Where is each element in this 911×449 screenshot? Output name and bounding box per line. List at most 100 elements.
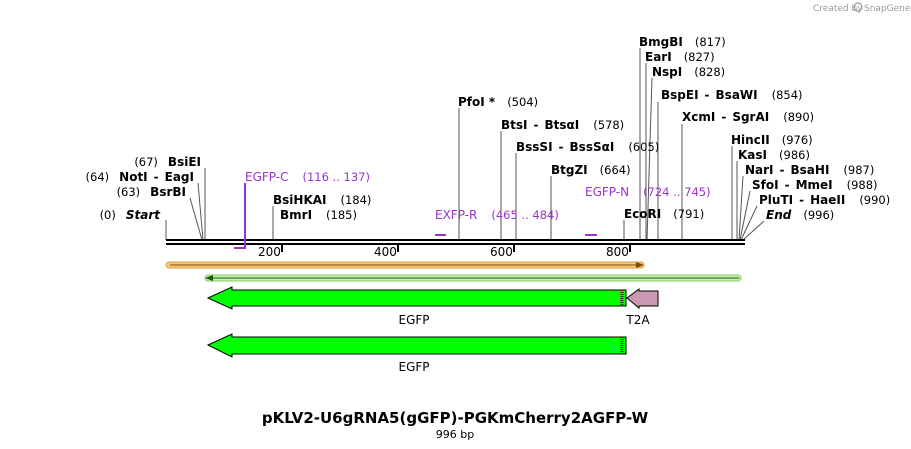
svg-text:BsiHKAI(184): BsiHKAI (184) xyxy=(273,193,371,207)
site-pos: (504) xyxy=(507,95,538,109)
site-name: Start xyxy=(126,208,161,222)
feature-t2a[interactable]: T2A xyxy=(625,288,659,327)
site-pos: (828) xyxy=(694,65,725,79)
site-pos: (817) xyxy=(695,35,726,49)
site-name: BssSI xyxy=(516,140,553,154)
site-name: BmrI xyxy=(280,208,312,222)
credit-text: Created by xyxy=(813,4,863,14)
site-name2: HaeII xyxy=(810,193,845,207)
site-labels-left: (67)BsiEI (64)NotI-EagI (63)BsrBI (0)Sta… xyxy=(86,155,372,222)
site-labels-middle: PfoI *(504) BtsI-BtsαI(578) BssSI-BssSαI… xyxy=(458,95,704,221)
site-name: KasI xyxy=(738,148,767,162)
site-name: BsiHKAI xyxy=(273,193,327,207)
site-name: BsrBI xyxy=(150,185,186,199)
site-name2: BtsαI xyxy=(544,118,579,132)
site-name: NotI xyxy=(119,170,148,184)
site-name: BtsI xyxy=(501,118,528,132)
site-name: NarI xyxy=(745,163,774,177)
orange-bar xyxy=(165,261,645,269)
site-pos: (664) xyxy=(600,163,631,177)
map-title: pKLV2-U6gRNA5(gGFP)-PGKmCherry2AGFP-W xyxy=(262,409,649,427)
ruler-tick-label: 400 xyxy=(374,245,397,259)
site-pos: (0) xyxy=(100,208,116,222)
site-name2: MmeI xyxy=(796,178,833,192)
site-name: HincII xyxy=(731,133,770,147)
primer-range: (724 .. 745) xyxy=(643,185,711,199)
svg-text:PluTI-HaeII(990): PluTI-HaeII(990) xyxy=(759,193,890,207)
backbone xyxy=(166,239,745,245)
svg-text:SfoI-MmeI(988): SfoI-MmeI(988) xyxy=(752,178,878,192)
site-pos: (987) xyxy=(843,163,874,177)
primer-name: EXFP-R xyxy=(435,208,477,222)
svg-text:(63)BsrBI: (63) BsrBI xyxy=(117,185,186,199)
primer-range: (116 .. 137) xyxy=(302,170,370,184)
site-name: NspI xyxy=(652,65,682,79)
sequence-length: 996 bp xyxy=(436,428,474,441)
primer-markers xyxy=(234,183,597,249)
site-labels-right: BmgBI (817) EarI(827) NspI (828) BspEI-Bsa… xyxy=(639,35,890,222)
svg-text:XcmI-SgrAI(890): XcmI-SgrAI(890) xyxy=(682,110,814,124)
svg-text:BspEI-BsaWI(854): BspEI-BsaWI(854) xyxy=(661,88,803,102)
svg-text:End(996): End (996) xyxy=(766,208,834,222)
site-pos: (986) xyxy=(779,148,810,162)
site-name2: BsaWI xyxy=(716,88,758,102)
site-name: BsiEI xyxy=(168,155,201,169)
site-name2: EagI xyxy=(165,170,194,184)
snapgene-logo-icon xyxy=(853,2,863,12)
svg-text:EGFP-C(116 .. 137): EGFP-C (116 .. 137) xyxy=(245,170,370,184)
svg-text:NspI(828): NspI (828) xyxy=(652,65,725,79)
svg-text:NarI-BsaHI(987): NarI-BsaHI(987) xyxy=(745,163,874,177)
site-name2: BssSαI xyxy=(570,140,615,154)
site-name2: BsaHI xyxy=(791,163,830,177)
feature-label: EGFP xyxy=(398,360,429,374)
site-name2: SgrAI xyxy=(732,110,769,124)
site-pos: (996) xyxy=(803,208,834,222)
site-name: EarI xyxy=(645,50,672,64)
site-lines xyxy=(165,48,765,241)
svg-text:KasI(986): KasI (986) xyxy=(738,148,810,162)
primer-range: (465 .. 484) xyxy=(491,208,559,222)
svg-text:BmrI(185): BmrI (185) xyxy=(280,208,357,222)
svg-text:EGFP-N(724 .. 745): EGFP-N (724 .. 745) xyxy=(585,185,711,199)
feature-egfp-2[interactable]: EGFP xyxy=(206,333,627,374)
svg-text:(0)Start: (0) Start xyxy=(100,208,162,222)
primer-name: EGFP-C xyxy=(245,170,288,184)
svg-text:(67)BsiEI: (67)BsiEI xyxy=(134,155,201,169)
credit-brand: SnapGene xyxy=(864,4,911,14)
svg-text:EarI(827): EarI(827) xyxy=(645,50,715,64)
site-name: BspEI xyxy=(661,88,699,102)
feature-label: T2A xyxy=(625,313,650,327)
site-name: BtgZI xyxy=(551,163,588,177)
ruler-tick-label: 800 xyxy=(606,245,629,259)
site-pos: (185) xyxy=(326,208,357,222)
svg-text:(64)NotI-EagI: (64)NotI-EagI xyxy=(86,170,194,184)
site-name: EcoRI xyxy=(624,207,661,221)
site-name: PluTI xyxy=(759,193,793,207)
site-name: XcmI xyxy=(682,110,715,124)
site-name: PfoI * xyxy=(458,95,496,109)
site-name: BmgBI xyxy=(639,35,683,49)
svg-text:BssSI-BssSαI(605): BssSI-BssSαI(605) xyxy=(516,140,659,154)
primer-name: EGFP-N xyxy=(585,185,629,199)
green-bar xyxy=(204,274,742,282)
feature-egfp[interactable]: EGFP xyxy=(206,286,627,327)
ruler: 200 400 600 800 xyxy=(258,244,631,259)
site-pos: (184) xyxy=(341,193,372,207)
site-pos: (605) xyxy=(628,140,659,154)
site-name: SfoI xyxy=(752,178,779,192)
site-pos: (890) xyxy=(783,110,814,124)
site-pos: (791) xyxy=(673,207,704,221)
site-pos: (976) xyxy=(782,133,813,147)
svg-text:BmgBI(817): BmgBI (817) xyxy=(639,35,726,49)
site-pos: (64) xyxy=(86,170,110,184)
site-name: End xyxy=(766,208,792,222)
feature-label: EGFP xyxy=(398,313,429,327)
site-pos: (63) xyxy=(117,185,141,199)
svg-text:BtgZI(664): BtgZI (664) xyxy=(551,163,631,177)
svg-text:EcoRI(791): EcoRI (791) xyxy=(624,207,704,221)
svg-text:PfoI *(504): PfoI * (504) xyxy=(458,95,538,109)
svg-text:EXFP-R(465 .. 484): EXFP-R (465 .. 484) xyxy=(435,208,559,222)
ruler-tick-label: 600 xyxy=(490,245,513,259)
primer-labels: EGFP-C (116 .. 137) EXFP-R (465 .. 484) EG… xyxy=(245,170,711,222)
